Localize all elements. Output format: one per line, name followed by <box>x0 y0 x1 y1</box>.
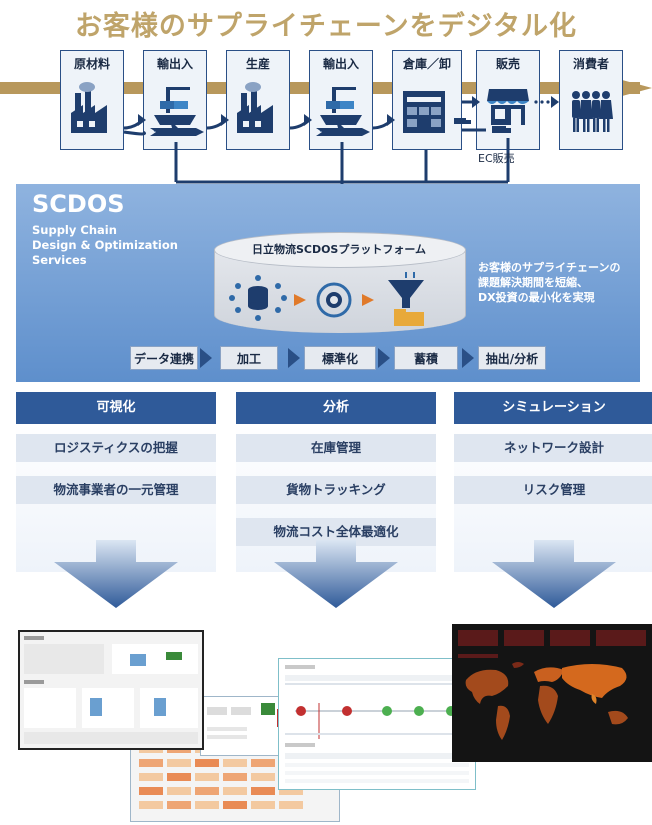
dashboard-screenshot-world-map <box>452 624 652 762</box>
stage-consumers: 消費者 <box>559 50 623 150</box>
step-extraction-analysis: 抽出/分析 <box>478 346 546 370</box>
warehouse-icon <box>403 91 445 133</box>
flow-connectors <box>123 96 559 218</box>
category-visualization: 可視化 <box>16 392 216 424</box>
feature-cargo-tracking: 貨物トラッキング <box>236 476 436 504</box>
step-processing: 加工 <box>220 346 278 370</box>
callout-line: お客様のサプライチェーンの <box>478 261 621 274</box>
step-storage: 蓄積 <box>394 346 458 370</box>
factory-icon <box>237 82 273 133</box>
stage-warehouse: 倉庫／卸 <box>392 50 462 150</box>
step-arrow-icon <box>378 348 390 368</box>
feature-network-design: ネットワーク設計 <box>454 434 652 462</box>
people-icon <box>572 91 613 132</box>
stage-raw-materials: 原材料 <box>60 50 124 150</box>
processing-gear-icon <box>316 282 352 318</box>
platform-label: 日立物流SCDOSプラットフォーム <box>251 243 427 256</box>
stage-label: 輸出入 <box>156 57 193 71</box>
scdos-subtitle-line: Design & Optimization <box>32 238 178 252</box>
platform-cylinder-top <box>214 232 466 268</box>
step-arrow-icon <box>200 348 212 368</box>
airplane-icon <box>150 120 370 136</box>
step-arrow-icon <box>462 348 474 368</box>
callout-line: DX投資の最小化を実現 <box>478 291 595 304</box>
scdos-subtitle: Supply Chain Design & Optimization Servi… <box>32 223 202 268</box>
feature-inventory-management: 在庫管理 <box>236 434 436 462</box>
tracking-thumbnail <box>279 659 475 789</box>
orange-arrow-icon <box>294 294 306 306</box>
store-icon <box>487 89 529 125</box>
truck-icon <box>454 118 511 133</box>
step-data-integration: データ連携 <box>130 346 198 370</box>
platform-process-icons <box>229 272 424 326</box>
scdos-subtitle-line: Services <box>32 253 87 267</box>
stage-label: 販売 <box>495 57 520 71</box>
stage-label: 生産 <box>245 57 270 71</box>
callout-line: 課題解決期間を短縮、 <box>478 276 588 289</box>
scdos-title: SCDOS <box>32 190 125 218</box>
stage-label: 倉庫／卸 <box>402 57 451 71</box>
feature-logistics-cost-optimization: 物流コスト全体最適化 <box>236 518 436 546</box>
feature-carrier-management: 物流事業者の一元管理 <box>16 476 216 504</box>
category-simulation: シミュレーション <box>454 392 652 424</box>
stage-label: 輸出入 <box>322 57 359 71</box>
stage-production: 生産 <box>226 50 290 150</box>
down-arrow-icon <box>274 540 398 608</box>
step-standardization: 標準化 <box>304 346 376 370</box>
orange-arrow-icon <box>362 294 374 306</box>
overview-thumbnail <box>20 632 202 748</box>
stage-label: 原材料 <box>73 57 110 71</box>
stage-label: 消費者 <box>572 57 609 71</box>
funnel-folder-icon <box>388 272 424 326</box>
database-icon <box>229 275 287 321</box>
step-arrow-icon <box>288 348 300 368</box>
stage-sales: 販売 <box>476 50 540 150</box>
down-arrows <box>54 540 616 608</box>
dashboard-screenshot-tracking <box>278 658 476 790</box>
category-analysis: 分析 <box>236 392 436 424</box>
dashboard-screenshot-overview <box>18 630 204 750</box>
down-arrow-icon <box>492 540 616 608</box>
ec-sales-label: EC販売 <box>478 152 515 165</box>
down-arrow-icon <box>54 540 178 608</box>
page-title: お客様のサプライチェーンをデジタル化 <box>74 11 578 42</box>
value-callout: お客様のサプライチェーンの 課題解決期間を短縮、 DX投資の最小化を実現 <box>478 260 636 305</box>
feature-risk-management: リスク管理 <box>454 476 652 504</box>
scdos-subtitle-line: Supply Chain <box>32 223 117 237</box>
factory-icon <box>71 82 107 133</box>
world-map-thumbnail <box>452 624 652 762</box>
feature-logistics-overview: ロジスティクスの把握 <box>16 434 216 462</box>
